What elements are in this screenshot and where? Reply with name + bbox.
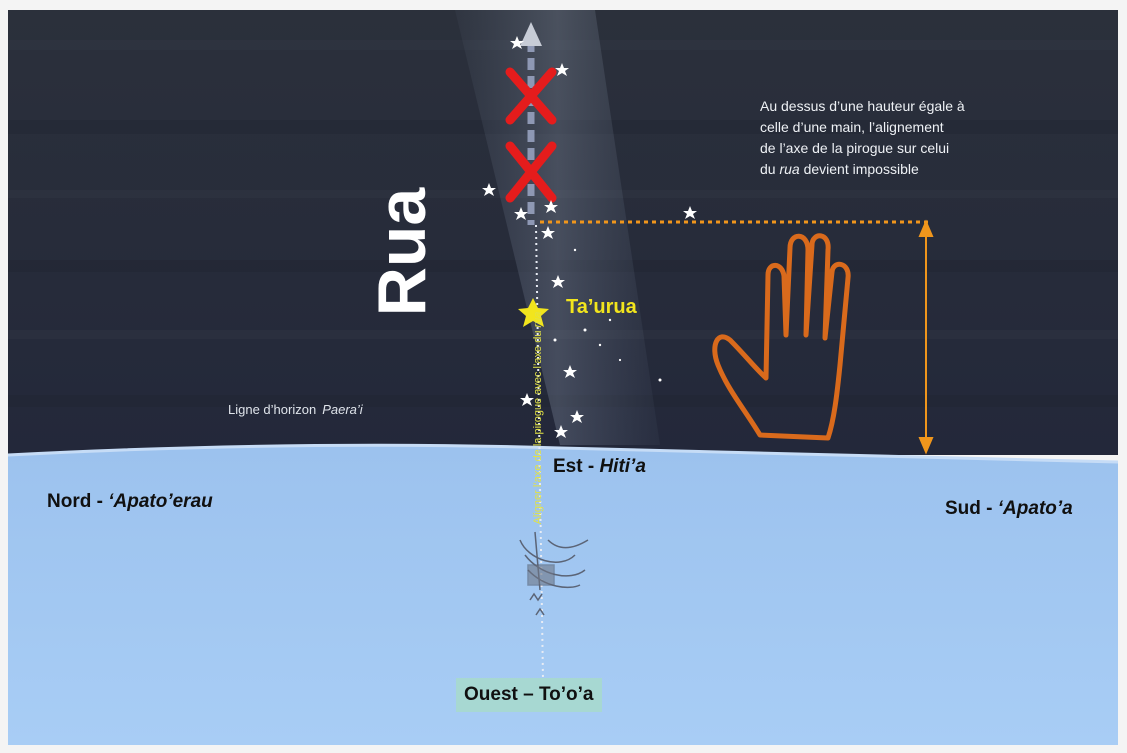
- note-line: du rua devient impossible: [760, 159, 1050, 180]
- north-prefix: Nord -: [47, 491, 109, 512]
- note-line: de l’axe de la pirogue sur celui: [760, 140, 950, 156]
- south-prefix: Sud -: [945, 498, 998, 519]
- cross-mark-lower: [505, 141, 557, 203]
- star-icon: [570, 410, 584, 423]
- white-stars: [482, 36, 697, 438]
- note-line-prefix: du: [760, 161, 780, 177]
- alignment-instruction-text: Aligner l’axe de la pirogue avec l’axe d…: [532, 327, 544, 525]
- west-label: Ouest – To’o’a: [456, 678, 602, 712]
- note-line-suffix: devient impossible: [799, 161, 919, 177]
- hand-height-arrow: [918, 219, 934, 455]
- star-icon: [514, 207, 528, 220]
- horizon-label-text: Ligne d’horizon: [228, 402, 317, 417]
- star-icon: [541, 226, 555, 239]
- star-icon: [554, 425, 568, 438]
- canoe-drawing: [519, 531, 589, 616]
- star-icon: [683, 206, 697, 219]
- alignment-instruction: Aligner l’axe de la pirogue avec l’axe d…: [532, 268, 544, 568]
- east-label: Est - Hiti’a: [553, 456, 646, 478]
- north-label: Nord - ‘Apato’erau: [47, 491, 213, 513]
- hand-height-note: Au dessus d’une hauteur égale à celle d’…: [760, 96, 1050, 180]
- east-name: Hiti’a: [599, 456, 646, 477]
- south-name: ‘Apato’a: [997, 498, 1073, 519]
- note-line: Au dessus d’une hauteur égale à: [760, 98, 965, 114]
- horizon-label: Ligne d’horizon Paera’i: [228, 402, 363, 417]
- note-line: celle d’une main, l’alignement: [760, 119, 944, 135]
- horizon-line: [7, 443, 1119, 464]
- axis-arrow-head: [520, 22, 542, 46]
- star-icon: [551, 275, 565, 288]
- star-icon: [563, 365, 577, 378]
- rua-title: Rua: [364, 187, 440, 317]
- taurua-star-icon: [518, 298, 549, 327]
- star-icon: [555, 63, 569, 76]
- star-icon: [520, 393, 534, 406]
- horizon-name: Paera’i: [322, 402, 363, 417]
- sea-area: [8, 445, 1118, 745]
- canoe-axis-line: [535, 224, 544, 681]
- star-icon: [544, 200, 558, 213]
- hand-icon: [712, 233, 851, 441]
- star-icon: [482, 183, 496, 196]
- north-name: ‘Apato’erau: [108, 491, 213, 512]
- alignment-instruction-italic: rua: [532, 311, 544, 328]
- star-icon: [510, 36, 524, 49]
- south-label: Sud - ‘Apato’a: [945, 498, 1073, 520]
- note-line-italic: rua: [779, 161, 800, 177]
- east-prefix: Est -: [553, 456, 600, 477]
- taurua-label: Ta’urua: [566, 296, 637, 318]
- cross-mark-upper: [505, 67, 557, 125]
